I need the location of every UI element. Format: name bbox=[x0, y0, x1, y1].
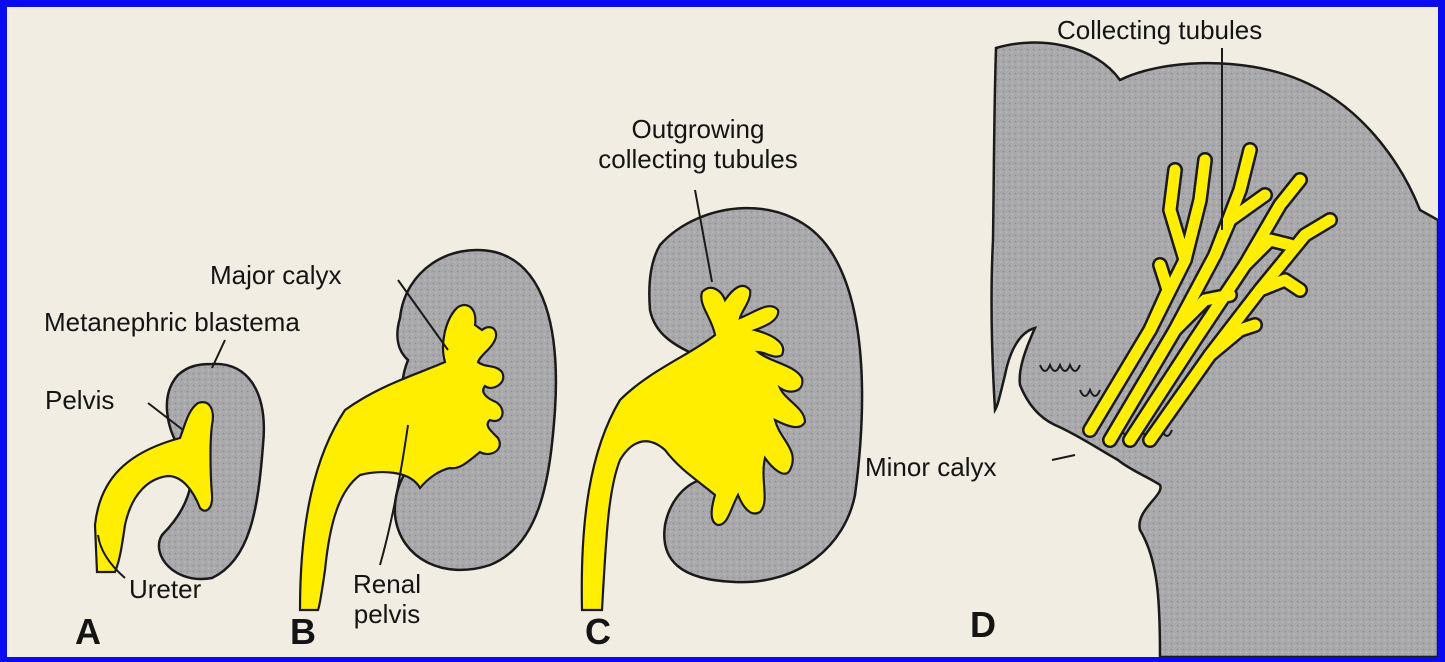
label-outgrowing-line1: Outgrowing bbox=[548, 114, 848, 144]
label-major-calyx: Major calyx bbox=[210, 260, 341, 290]
label-renal-pelvis-line2: pelvis bbox=[337, 599, 437, 629]
label-outgrowing-collecting-tubules: Outgrowing collecting tubules bbox=[548, 114, 848, 174]
label-ureter: Ureter bbox=[129, 574, 201, 604]
label-collecting-tubules: Collecting tubules bbox=[1057, 15, 1262, 45]
panel-letter-c: C bbox=[585, 612, 611, 652]
panel-letter-a: A bbox=[75, 612, 101, 652]
figure-frame: Metanephric blastema Pelvis Ureter Major… bbox=[7, 7, 1438, 657]
label-metanephric-blastema: Metanephric blastema bbox=[44, 307, 300, 337]
panel-letter-b: B bbox=[290, 612, 316, 652]
panel-d-kidney-lobe bbox=[992, 43, 1438, 657]
label-renal-pelvis: Renal pelvis bbox=[337, 569, 437, 629]
label-minor-calyx: Minor calyx bbox=[865, 452, 996, 482]
panel-c-kidney bbox=[582, 208, 862, 610]
leader-minor-calyx bbox=[1052, 455, 1075, 460]
panel-letter-d: D bbox=[970, 605, 996, 645]
panel-a-kidney bbox=[95, 364, 264, 579]
panel-b-kidney bbox=[300, 250, 556, 610]
label-pelvis: Pelvis bbox=[45, 385, 114, 415]
label-outgrowing-line2: collecting tubules bbox=[548, 144, 848, 174]
label-renal-pelvis-line1: Renal bbox=[337, 569, 437, 599]
